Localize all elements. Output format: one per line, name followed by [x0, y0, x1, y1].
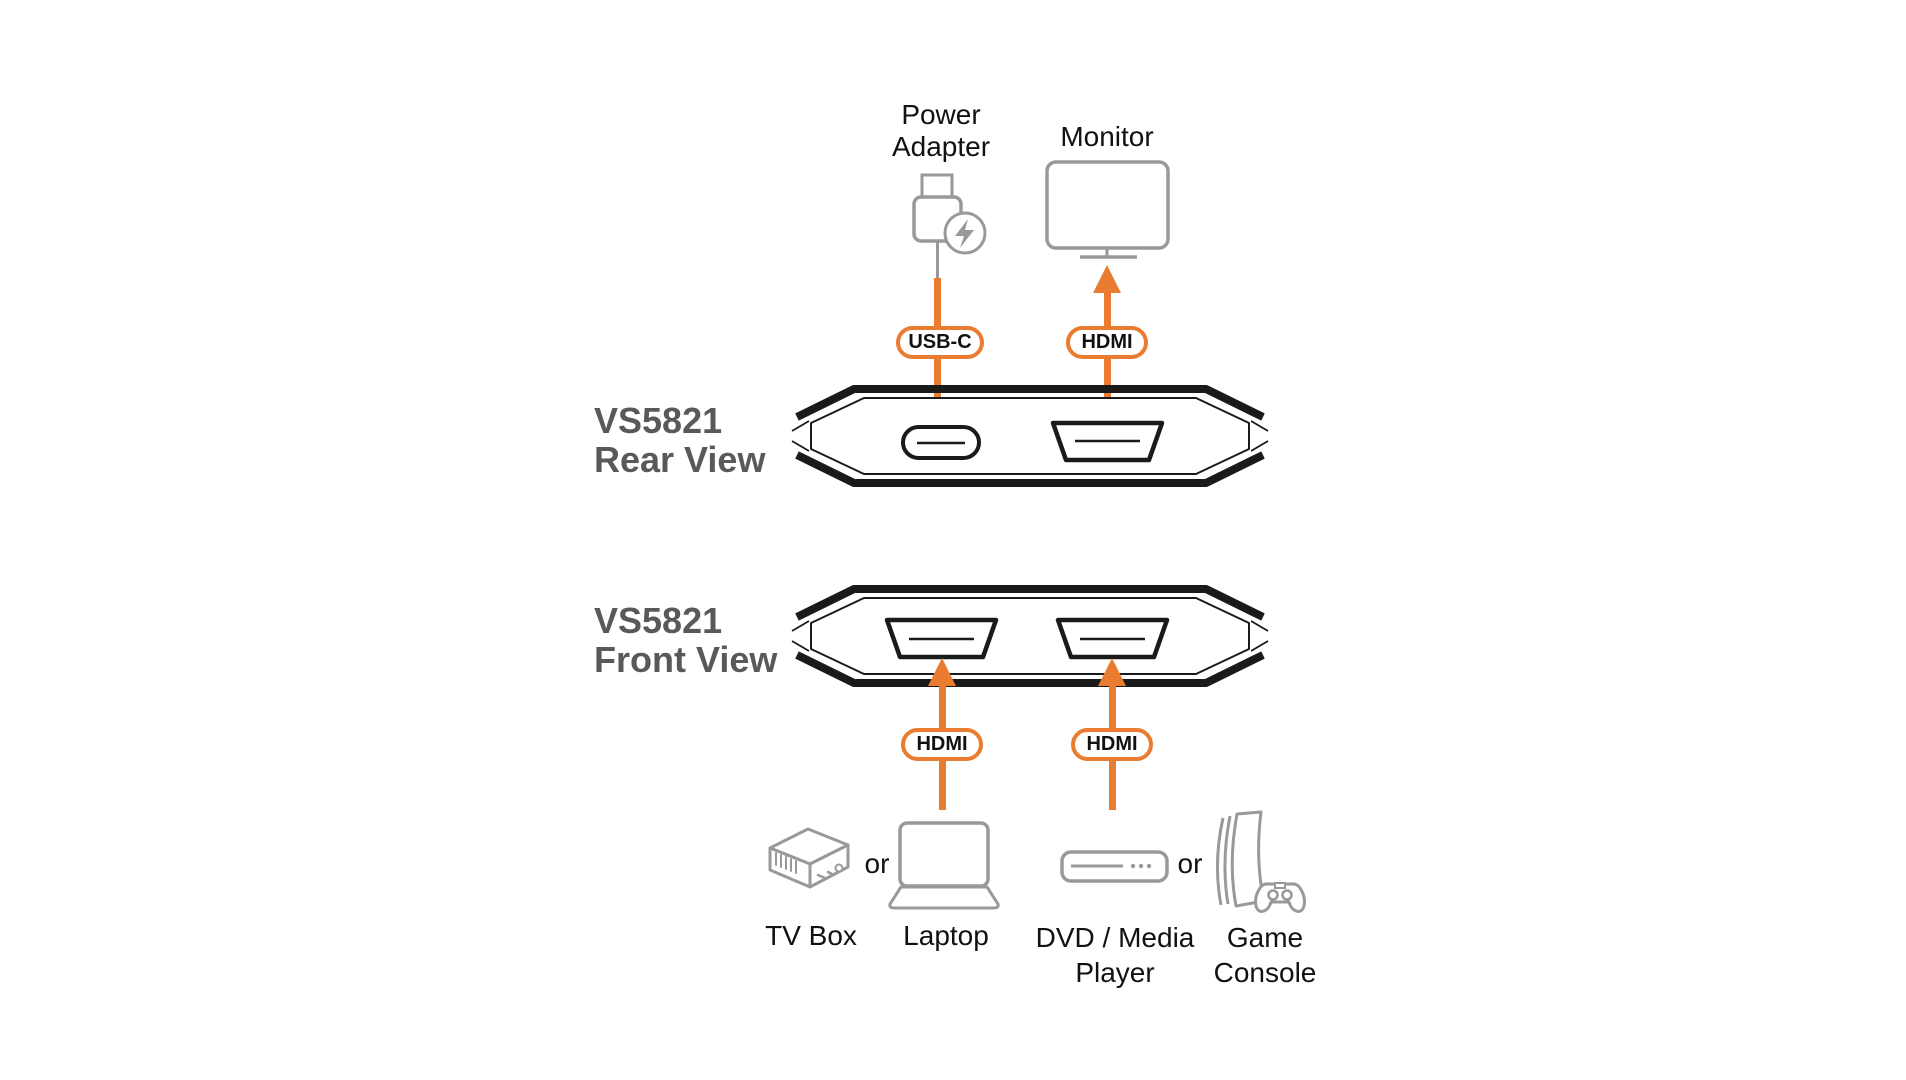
hdmi-badge-rear: HDMI: [1066, 326, 1148, 359]
input2-arrow-up-icon: [1098, 658, 1126, 686]
input1-arrow-up-icon: [928, 658, 956, 686]
hdmi-output-port: [1050, 420, 1165, 463]
laptop-icon: [888, 821, 1000, 910]
usb-c-port: [901, 425, 981, 460]
device-rear-view: [791, 385, 1269, 487]
gamepad-icon: [1254, 882, 1306, 913]
game-console-label-line2: Console: [1213, 957, 1317, 988]
hdmi-badge-input2: HDMI: [1071, 728, 1153, 761]
power-adapter-icon: [912, 173, 987, 255]
front-view-heading-line2: Front View: [594, 639, 778, 680]
lightning-bolt-icon: [955, 219, 974, 248]
hdmi-input-port-2: [1055, 617, 1170, 660]
hdmi-badge-input1: HDMI: [901, 728, 983, 761]
front-view-heading-line1: VS5821: [594, 600, 723, 641]
power-cable: [936, 241, 939, 279]
tv-box-icon: [768, 827, 850, 889]
tv-box-label: TV Box: [765, 920, 857, 951]
front-view-heading: VS5821 Front View: [594, 601, 777, 679]
game-console-icon: [1215, 810, 1306, 913]
power-adapter-label-line1: Power: [901, 99, 981, 130]
monitor-icon: [1045, 160, 1170, 259]
power-adapter-label-line2: Adapter: [891, 131, 991, 162]
hdmi-input-port-1: [884, 617, 999, 660]
monitor-label: Monitor: [1060, 121, 1154, 152]
dvd-player-icon: [1060, 850, 1169, 883]
rear-view-heading-line1: VS5821: [594, 400, 723, 441]
monitor-arrow-up-icon: [1093, 265, 1121, 293]
power-adapter-label: Power Adapter: [841, 99, 1041, 163]
or-text-2: or: [1177, 848, 1203, 879]
dvd-player-label: DVD / Media Player: [1015, 920, 1215, 990]
dvd-player-label-line2: Player: [1075, 957, 1155, 988]
or-text-1: or: [864, 848, 890, 879]
usb-c-badge: USB-C: [896, 326, 984, 359]
rear-view-heading: VS5821 Rear View: [594, 401, 765, 479]
dvd-player-label-line1: DVD / Media: [1035, 922, 1195, 953]
rear-view-heading-line2: Rear View: [594, 439, 766, 480]
game-console-label: Game Console: [1185, 920, 1345, 990]
laptop-label: Laptop: [903, 920, 989, 951]
device-front-view: [791, 585, 1269, 687]
game-console-label-line1: Game: [1226, 922, 1304, 953]
